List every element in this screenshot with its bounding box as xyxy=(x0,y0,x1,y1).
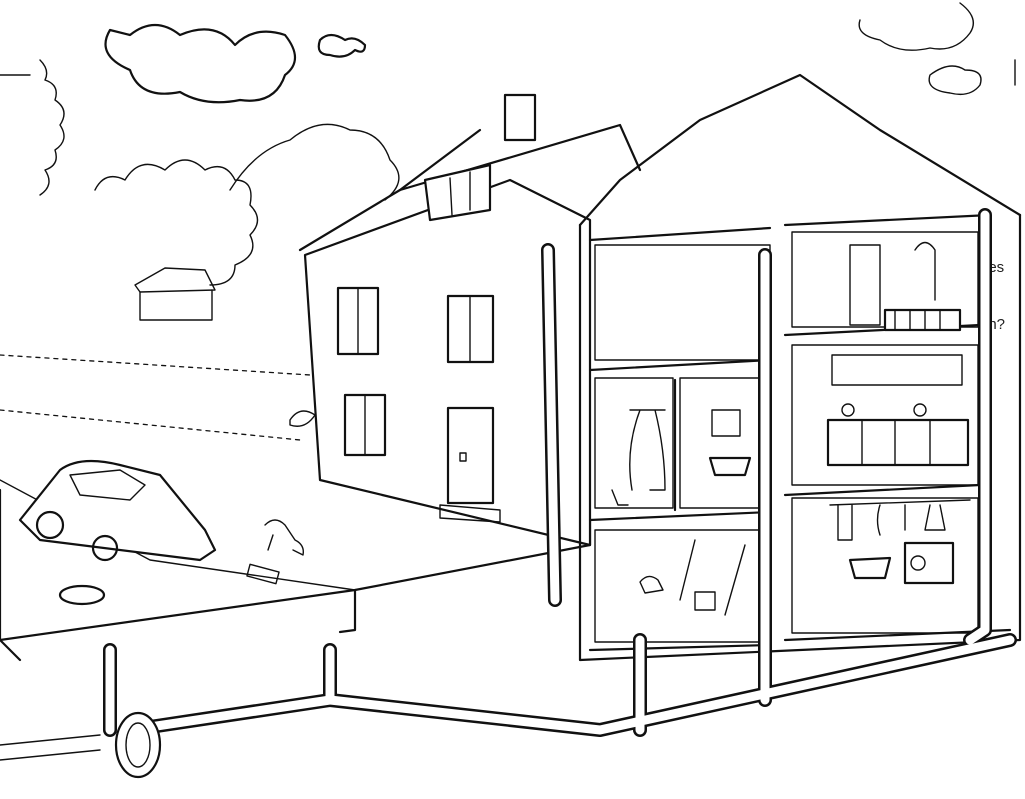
curb-edge xyxy=(340,590,355,632)
fence-line xyxy=(0,355,310,375)
cloud-icon xyxy=(106,25,296,102)
laundry-icon xyxy=(830,500,970,578)
watering-can-icon xyxy=(640,576,663,593)
background-house-icon xyxy=(135,268,215,320)
manhole-icon xyxy=(60,586,104,604)
hose-reel-icon xyxy=(290,411,315,426)
kitchen-icon xyxy=(828,355,968,465)
clothes-hanger-icon xyxy=(612,410,665,505)
cloud-icon xyxy=(319,35,365,57)
bathtub-icon xyxy=(850,243,960,331)
cloud-icon xyxy=(859,3,981,94)
drain-grate-icon xyxy=(247,564,279,583)
front-door xyxy=(440,408,500,522)
sewer-shaft-icon xyxy=(116,713,160,777)
hedge-line xyxy=(0,410,300,440)
chimney xyxy=(505,95,535,140)
washing-machine-icon xyxy=(905,543,953,583)
ground-edge xyxy=(0,640,20,660)
window xyxy=(448,296,493,362)
window xyxy=(338,288,378,354)
dormer-window xyxy=(425,165,490,220)
drain-pipes xyxy=(0,215,1010,760)
tree-icon xyxy=(40,60,399,285)
broom-icon xyxy=(680,540,745,615)
dog-icon xyxy=(265,520,303,555)
car-icon xyxy=(20,461,215,560)
bathroom-sink-icon xyxy=(710,410,750,475)
window xyxy=(345,395,385,455)
